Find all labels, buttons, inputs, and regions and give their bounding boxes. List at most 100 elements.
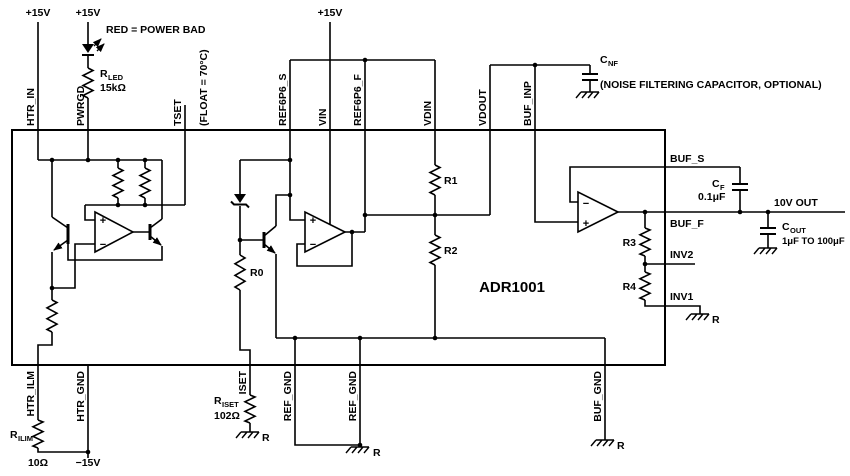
supply-p15v-1: +15V: [26, 7, 51, 19]
pin-label-vin: VIN: [317, 108, 329, 126]
pin-label-vdin: VDIN: [422, 101, 434, 126]
ground-icon: [575, 91, 600, 99]
cf-capacitor: [732, 183, 748, 191]
pin-label-buf-s: BUF_S: [670, 153, 704, 165]
riset-sub: ISET: [222, 400, 239, 409]
cnf-sub: NF: [608, 59, 618, 68]
resistors: [31, 67, 652, 449]
ground-symbols: [235, 91, 778, 454]
led-ray-icon: [95, 43, 105, 53]
pin-label-vdout: VDOUT: [477, 89, 489, 126]
reference-transistor: [262, 225, 277, 254]
pin-label-buf-f: BUF_F: [670, 218, 704, 230]
ground-ref-refgnd: R: [373, 447, 381, 459]
wires-reference-core: [239, 130, 605, 365]
buffer-opamp-minus: −: [583, 198, 589, 210]
pin-label-buf-gnd: BUF_GND: [592, 371, 604, 422]
led-note: RED = POWER BAD: [106, 24, 206, 36]
rilim-sub: ILIM: [18, 434, 33, 443]
cf-value: 0.1μF: [698, 191, 726, 203]
output-note: 10V OUT: [774, 197, 818, 209]
pin-label-ref6p6-s: REF6P6_S: [277, 73, 289, 126]
pin-label-inv1: INV1: [670, 291, 694, 303]
pin-label-ref6p6-f: REF6P6_F: [352, 73, 364, 126]
rled-sub: LED: [108, 73, 124, 82]
rilim-resistor: [31, 419, 45, 449]
cf-ref: C: [712, 178, 720, 190]
riset-ref: R: [214, 395, 222, 407]
cout-capacitor: [760, 227, 776, 235]
cf-sub: F: [720, 183, 725, 192]
pin-label-ref-gnd-2: REF_GND: [347, 371, 359, 422]
heater-resistor-a: [111, 167, 125, 199]
buffer-opamp: [577, 190, 620, 234]
wires-external-right: [665, 166, 845, 314]
ground-icon: [235, 431, 260, 439]
pin-label-htr-ilm: HTR_ILM: [25, 371, 37, 417]
pin-label-inv2: INV2: [670, 249, 694, 261]
pin-label-pwrgd: PWRGD: [75, 85, 87, 126]
heater-resistor-b: [138, 167, 152, 199]
wires-external-bottom: [37, 365, 606, 458]
chip-name: ADR1001: [479, 279, 545, 296]
cnf-ref: C: [600, 54, 608, 66]
pin-label-htr-in: HTR_IN: [25, 88, 37, 126]
wires-external-top: [37, 22, 591, 130]
cnf-capacitor: [582, 73, 598, 81]
rilim-value: 10Ω: [28, 457, 48, 469]
r3-resistor: [638, 227, 652, 257]
pin-label-ref-gnd-1: REF_GND: [282, 371, 294, 422]
heater-driver-transistor: [148, 218, 163, 246]
ground-icon: [590, 439, 615, 447]
tset-float-note: (FLOAT = 70°C): [198, 49, 210, 126]
supply-p15v-2: +15V: [76, 7, 101, 19]
reference-opamp-minus: −: [310, 239, 316, 251]
heater-opamp: [94, 210, 135, 254]
rled-ref: R: [100, 68, 108, 80]
cout-ref: C: [782, 221, 790, 233]
r1-label: R1: [444, 175, 458, 187]
junction-dots: [49, 57, 771, 455]
pin-label-htr-gnd: HTR_GND: [75, 371, 87, 422]
rilim-ref: R: [10, 429, 18, 441]
pin-label-iset: ISET: [237, 370, 249, 394]
rled-resistor: [81, 67, 95, 99]
ground-ref-inv1: R: [712, 314, 720, 326]
capacitors: [582, 73, 776, 235]
cnf-note: (NOISE FILTERING CAPACITOR, OPTIONAL): [600, 79, 822, 91]
r2-resistor: [428, 234, 442, 266]
rled-value: 15kΩ: [100, 82, 126, 94]
pin-label-buf-inp: BUF_INP: [522, 81, 534, 126]
cout-value: 1μF TO 100μF: [782, 236, 845, 247]
buffer-opamp-plus: +: [583, 218, 589, 230]
riset-value: 102Ω: [214, 410, 240, 422]
ic-outline: [11, 129, 666, 366]
power-bad-led: [82, 38, 105, 56]
ground-ref-iset: R: [262, 432, 270, 444]
heater-opamp-minus: −: [100, 239, 106, 251]
led-ray-icon: [92, 38, 102, 48]
r3-label: R3: [623, 237, 637, 249]
r1-resistor: [428, 164, 442, 196]
wires-heater-block: [37, 130, 186, 365]
r0-label: R0: [250, 267, 264, 279]
reference-opamp: [304, 210, 347, 254]
heater-opamp-plus: +: [100, 215, 106, 227]
ground-icon: [753, 247, 778, 255]
pin-label-tset: TSET: [172, 99, 184, 126]
ground-icon: [685, 313, 710, 321]
ground-icon: [345, 446, 370, 454]
heater-power-transistor: [51, 216, 70, 251]
riset-resistor: [243, 394, 257, 424]
ground-ref-bufgnd: R: [617, 440, 625, 452]
supply-p15v-3: +15V: [318, 7, 343, 19]
cout-sub: OUT: [790, 226, 806, 235]
heater-sense-resistor: [45, 299, 59, 333]
r4-label: R4: [623, 281, 637, 293]
r2-label: R2: [444, 245, 458, 257]
zener-diode: [230, 194, 250, 209]
reference-opamp-plus: +: [310, 215, 316, 227]
r4-resistor: [638, 271, 652, 301]
